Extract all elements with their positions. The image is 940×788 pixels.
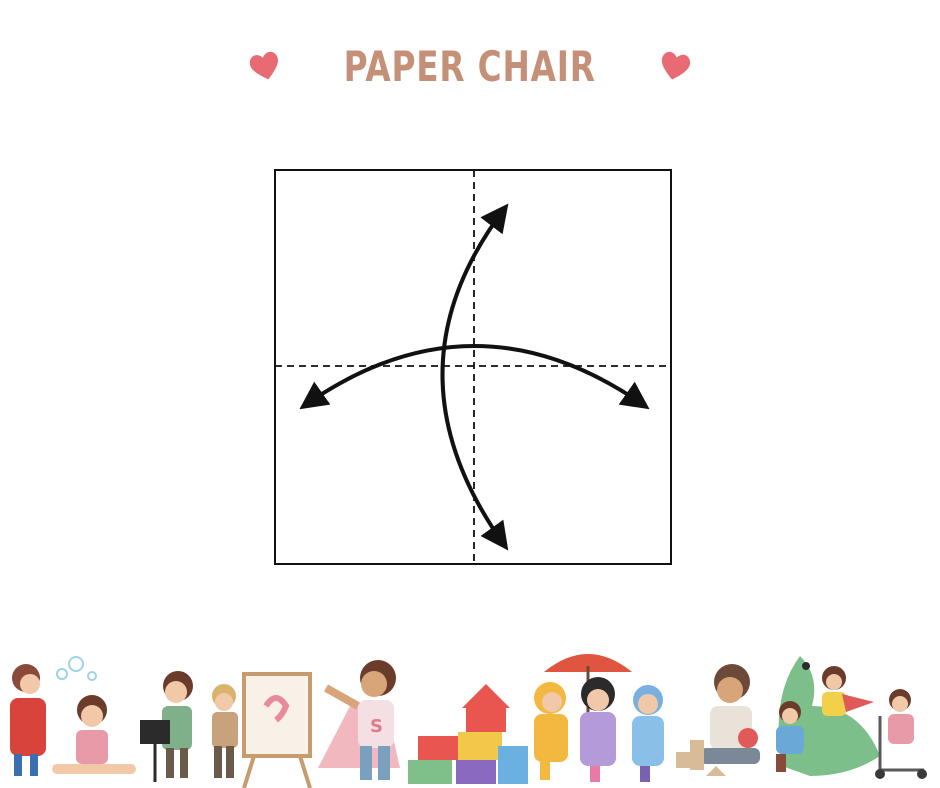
kids-illustration: S	[10, 654, 927, 788]
fold-diagram	[274, 169, 672, 565]
girl-bubbles	[10, 656, 97, 776]
vertical-fold-arrow	[440, 203, 509, 551]
horizontal-fold-arrow	[299, 344, 650, 410]
title-row: PAPER CHAIR	[0, 38, 940, 94]
boy-blocks	[676, 664, 760, 776]
paper-square	[274, 169, 672, 565]
heart-icon	[250, 51, 279, 80]
svg-text:S: S	[370, 716, 383, 737]
page-title: PAPER CHAIR	[343, 41, 597, 91]
umbrella-kids	[534, 654, 664, 782]
girl-sitting	[52, 695, 136, 774]
superhero-kid: S	[318, 660, 400, 780]
boy-easel	[212, 672, 312, 788]
building-blocks	[408, 684, 528, 784]
boy-music	[140, 671, 193, 782]
dinosaur-kids	[776, 656, 927, 779]
heart-icon	[661, 51, 690, 80]
